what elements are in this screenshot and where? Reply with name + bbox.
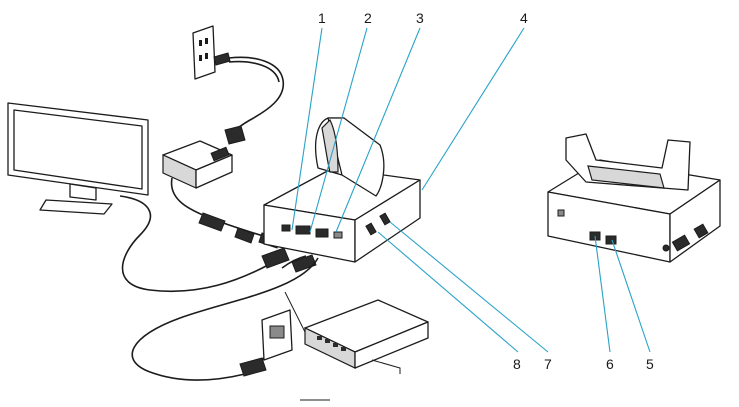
hdmi-plug (261, 247, 290, 269)
power-supply-icon (162, 140, 233, 189)
charging-cradle-rear-view-icon (547, 133, 721, 263)
ethernet-cable (131, 257, 319, 381)
wall-jack-icon (261, 309, 293, 361)
network-switch-icon (304, 299, 429, 374)
leader-6 (594, 235, 611, 353)
leader-3 (335, 27, 421, 233)
callout-5: 5 (646, 356, 654, 372)
usb-plug (291, 254, 317, 273)
ethernet-plug (239, 357, 267, 377)
callout-4: 4 (520, 10, 528, 26)
hdmi-cable (119, 195, 271, 293)
callout-2: 2 (364, 10, 372, 26)
leader-2 (309, 27, 368, 233)
leader-5 (611, 239, 651, 353)
callout-6: 6 (606, 356, 614, 372)
wall-outlet-icon (192, 25, 231, 80)
leader-7 (389, 221, 549, 353)
ac-plug (224, 125, 246, 145)
monitor-icon (7, 102, 149, 215)
callout-1: 1 (318, 10, 326, 26)
usb-cable (281, 255, 307, 269)
leader-1 (291, 27, 323, 231)
leader-8 (377, 231, 519, 353)
callout-8: 8 (513, 356, 521, 372)
callout-7: 7 (544, 356, 552, 372)
leader-lines (291, 27, 651, 353)
ac-power-cord (228, 56, 284, 139)
charging-cradle-icon (263, 117, 421, 263)
leader-4 (421, 27, 525, 191)
callout-3: 3 (416, 10, 424, 26)
